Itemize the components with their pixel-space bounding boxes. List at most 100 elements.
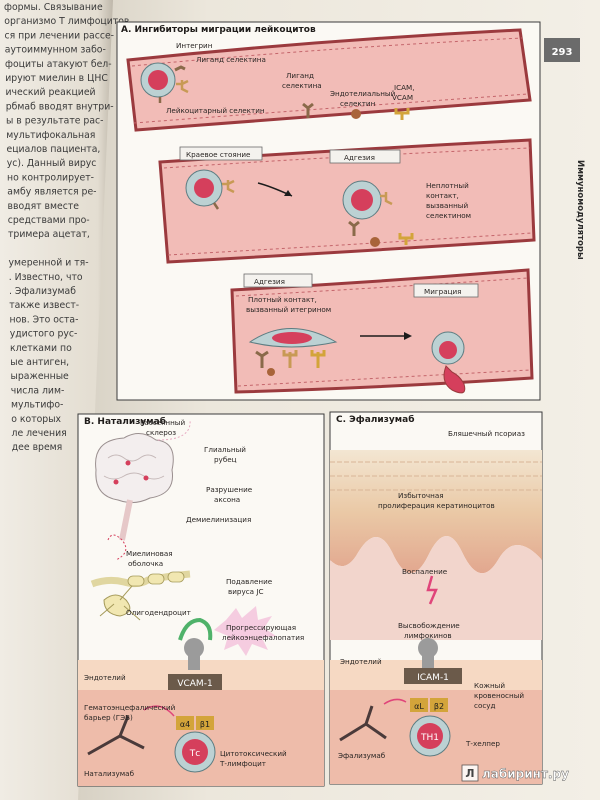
endothelial-selectin-icon — [351, 109, 361, 119]
efalizumab-antibody-icon — [339, 705, 387, 742]
vcam1-box — [168, 674, 222, 690]
antibody-head-icon — [184, 638, 204, 658]
left-page-line: мультифокальная — [6, 130, 95, 141]
label-pml-2: лейкоэнцефалопатия — [222, 633, 304, 642]
label-glial-1: Глиальный — [204, 445, 246, 454]
icam-vcam-icon — [394, 108, 410, 120]
left-page-line: также извест- — [9, 300, 79, 311]
label-alphaL: αL — [414, 702, 424, 711]
pml-burst-icon — [214, 606, 276, 656]
panel-c-title: С. Эфализумаб — [336, 414, 414, 425]
integrin-icon — [174, 65, 186, 72]
left-page-line: аутоиммунном забо- — [5, 45, 106, 56]
label-icam: ICAM, — [394, 83, 415, 92]
label-vcam: VCAM — [392, 93, 413, 102]
left-page-line: дее время — [12, 442, 63, 453]
vessel-1 — [126, 28, 532, 132]
panel-a: А. Ингибиторы миграции лейкоцитов Интегр… — [116, 21, 541, 401]
label-inflammation: Воспаление — [402, 567, 448, 576]
left-page-line: фоциты атакуют бел- — [5, 59, 112, 70]
left-page-line: ы в результате рас- — [6, 116, 104, 127]
left-page-line: рбмаб вводят внутри- — [6, 101, 114, 112]
label-ms-2: склероз — [146, 428, 176, 437]
left-page-line: нов. Это оста- — [10, 314, 79, 325]
left-page-line: организмо T лимфоцитов — [4, 16, 129, 27]
left-page-line: умеренной и тя- — [9, 258, 89, 269]
label-endothelium-c: Эндотелий — [340, 657, 382, 666]
alphaL-box — [410, 698, 428, 712]
left-page-line: . Известно, что — [9, 272, 83, 283]
left-page-line: . Эфализумаб — [9, 286, 76, 297]
left-page-line: ический реакцией — [6, 87, 96, 98]
left-page-line: амбу является ре- — [7, 187, 96, 198]
label-myelin-2: оболочка — [128, 559, 163, 568]
label-adhesion2: Адгезия — [254, 277, 285, 286]
panel-b: В. Натализумаб Рассеянный склероз Глиаль… — [77, 413, 325, 787]
label-loose-2: контакт, — [426, 191, 459, 200]
label-alpha4: α4 — [180, 720, 190, 729]
watermark-text: лабиринт.ру — [482, 767, 569, 781]
label-demyel: Демиелинизация — [186, 515, 251, 524]
beta1-box — [196, 716, 214, 730]
panel-c: С. Эфализумаб ICAM-1 αL β2 TH1 Бляшечный… — [329, 411, 543, 785]
label-endo-selectin-a: Эндотелиальный — [330, 89, 396, 98]
left-page-line: ируют миелин в ЦНС — [5, 73, 108, 84]
natalizumab-antibody-icon — [87, 715, 145, 756]
icam1-box — [404, 668, 462, 684]
epidermis-layer — [330, 450, 542, 574]
label-tight-1: Плотный контакт, — [248, 295, 317, 304]
label-selectin-ligand-2a: Лиганд — [286, 71, 314, 80]
left-page-line: ле лечения — [12, 428, 67, 439]
label-skin-2: кровеносный — [474, 691, 524, 700]
label-migration: Миграция — [424, 287, 462, 296]
brain-icon — [95, 433, 174, 504]
label-beta2: β2 — [434, 702, 444, 711]
left-page-line: мультифо- — [11, 400, 63, 411]
left-page-line: ся при лечении рассе- — [5, 30, 115, 41]
label-prolif-1: Избыточная — [398, 491, 444, 500]
label-rolling: Краевое стояние — [186, 150, 251, 159]
label-skin-1: Кожный — [474, 681, 505, 690]
left-page-line: средствами про- — [8, 215, 90, 226]
label-axon-1: Разрушение — [206, 485, 253, 494]
vessel-2 — [158, 138, 536, 264]
left-page-line: клетками по — [10, 343, 72, 354]
label-myelin-1: Миелиновая — [126, 549, 173, 558]
label-icam1: ICAM-1 — [417, 673, 449, 683]
label-helper: Т-хелпер — [465, 739, 500, 748]
left-page-line: о которых — [11, 414, 61, 425]
label-axon-2: аксона — [214, 495, 240, 504]
alpha4-box — [176, 716, 194, 730]
left-page-line: ус). Данный вирус — [7, 158, 97, 169]
running-header: Иммуномодуляторы — [575, 160, 585, 260]
jc-suppression-arrow — [178, 617, 213, 641]
migration-label-box — [413, 283, 479, 298]
label-psoriasis: Бляшечный псориаз — [448, 429, 525, 438]
left-page-line: вводят вместе — [8, 201, 80, 212]
label-leuk-selectin: Лейкоцитарный селектин — [166, 106, 265, 115]
panel-b-title: В. Натализумаб — [84, 416, 166, 427]
label-loose-4: селектином — [426, 211, 471, 220]
panel-a-title: А. Ингибиторы миграции лейкоцитов — [121, 24, 316, 35]
label-natalizumab: Натализумаб — [84, 769, 135, 778]
page-number-tab — [544, 38, 580, 62]
left-page-line: тримера ацетат, — [8, 229, 90, 240]
label-jc-2: вируса JC — [228, 587, 264, 596]
label-loose-3: вызванный — [426, 201, 468, 210]
label-ctl-1: Цитотоксический — [220, 749, 287, 758]
label-integrin: Интегрин — [176, 41, 213, 50]
label-th1: TH1 — [420, 733, 439, 743]
label-endo-selectin-b: селектин — [340, 99, 376, 108]
antibody-head-icon-c — [418, 638, 438, 658]
inflammation-bolt-icon — [426, 575, 438, 605]
selectin-ligand-icon — [176, 79, 189, 94]
label-selectin-ligand-2b: селектина — [282, 81, 322, 90]
oligodendrocyte-icon — [103, 594, 131, 617]
watermark: Л лабиринт.ру — [461, 764, 569, 782]
label-tight-2: вызванный итегрином — [246, 305, 331, 314]
left-page-line: но контролирует- — [7, 172, 94, 183]
page-number: 293 — [552, 47, 573, 58]
adhesion-label-box — [329, 149, 401, 164]
